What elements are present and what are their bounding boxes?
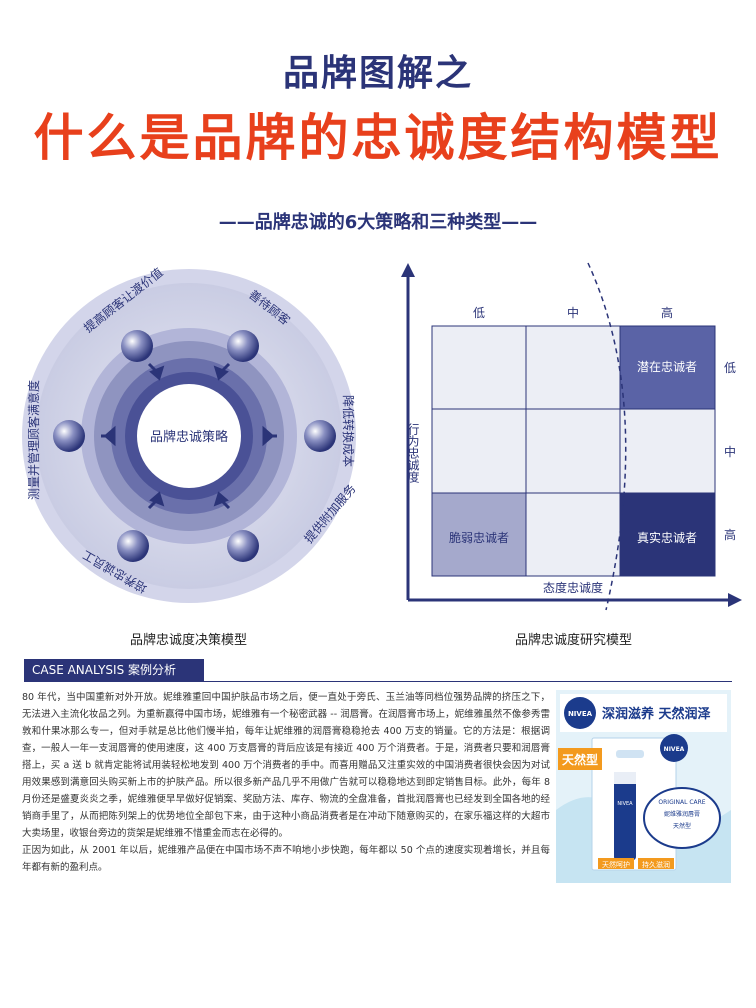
cell-latent [619, 325, 716, 410]
left-diagram-caption: 品牌忠诚度决策模型 [130, 633, 248, 648]
tin-line-1: ORIGINAL CARE [658, 799, 705, 806]
strategy-balls [53, 330, 336, 562]
card-hanger [616, 750, 644, 758]
tin-lid-brand: NIVEA [664, 746, 685, 753]
natural-badge [558, 748, 602, 770]
right-diagram-caption: 品牌忠诚度研究模型 [515, 633, 633, 648]
center-label: 品牌忠诚策略 [150, 429, 228, 445]
ball-1 [121, 330, 153, 362]
row-label-mid: 中 [724, 444, 736, 459]
latent-loyal-label: 潜在忠诚者 [637, 360, 697, 374]
natural-badge-text: 天然型 [562, 752, 598, 767]
tin-lid-logo [660, 734, 688, 762]
nivea-logo [564, 697, 596, 729]
page-subtitle: ——品牌忠诚的6大策略和三种类型—— [218, 212, 538, 233]
page-title-line2: 什么是品牌的忠诚度结构模型 [33, 109, 723, 167]
case-body: 80 年代，当中国重新对外开放。妮维雅重回中国护肤品市场之后，便一直处于旁氏、玉… [22, 689, 550, 876]
tin-line-3: 天然型 [673, 822, 691, 830]
bottom-tag-left-text: 天然呵护 [602, 860, 630, 869]
case-paragraph-1: 80 年代，当中国重新对外开放。妮维雅重回中国护肤品市场之后，便一直处于旁氏、玉… [22, 692, 550, 839]
tin-line-2: 妮维雅润唇膏 [664, 810, 700, 818]
matrix-grid [431, 325, 716, 577]
stick-brand: NIVEA [617, 801, 633, 807]
banner-text: 深润滋养 天然润泽 [602, 706, 712, 722]
strategy-3: 降低转换成本 [341, 395, 356, 467]
cell-true [619, 492, 716, 577]
x-axis-label: 态度忠诚度 [543, 580, 603, 595]
lip-tin [643, 787, 721, 849]
loyalty-strategy-diagram: 品牌忠诚策略 提高顾客让渡价值 善待顾客 降低转换成本 提供附加服务 培养忠诚员… [22, 264, 359, 603]
true-loyal-label: 真实忠诚者 [637, 530, 697, 545]
strategy-6: 测量并管理顾客满意度 [26, 380, 41, 500]
loyalty-matrix-diagram: 低 中 高 低 中 高 潜在忠诚者 脆弱忠诚者 真实忠诚者 行为忠诚度 态度忠诚… [401, 262, 742, 611]
lip-balm-cap [614, 772, 636, 784]
ball-4 [227, 530, 259, 562]
col-label-low: 低 [473, 306, 485, 320]
nivea-logo-text: NIVEA [568, 710, 593, 718]
case-paragraph-2: 正因为如此，从 2001 年以后，妮维雅产品便在中国市场不声不响地小步快跑，每年… [22, 845, 550, 873]
ball-6 [53, 420, 85, 452]
col-label-mid: 中 [567, 305, 579, 320]
case-analysis-header: CASE ANALYSIS 案例分析 [24, 659, 204, 681]
row-label-high: 高 [724, 527, 736, 542]
ball-3 [304, 420, 336, 452]
boundary-curve [587, 262, 627, 611]
y-axis-label: 行为忠诚度 [406, 423, 420, 483]
bottom-tag-left [598, 858, 634, 869]
ball-5 [117, 530, 149, 562]
y-axis-arrow [401, 263, 415, 277]
bottom-tag-right-text: 持久滋润 [642, 860, 670, 869]
bottom-tag-right [638, 858, 674, 869]
ball-2 [227, 330, 259, 362]
col-label-high: 高 [661, 305, 673, 320]
lip-balm-stick [614, 772, 636, 860]
case-divider [24, 681, 732, 682]
x-axis-arrow [728, 593, 742, 607]
cell-weak [431, 492, 527, 577]
arrows [101, 362, 277, 510]
nivea-product-image: NIVEA 深润滋养 天然润泽 天然型 NIVEA NIVEA ORIGINAL… [556, 690, 731, 883]
row-label-low: 低 [724, 361, 736, 375]
weak-loyal-label: 脆弱忠诚者 [449, 530, 509, 545]
page-title-line1: 品牌图解之 [282, 53, 473, 94]
core-circle [137, 384, 241, 488]
